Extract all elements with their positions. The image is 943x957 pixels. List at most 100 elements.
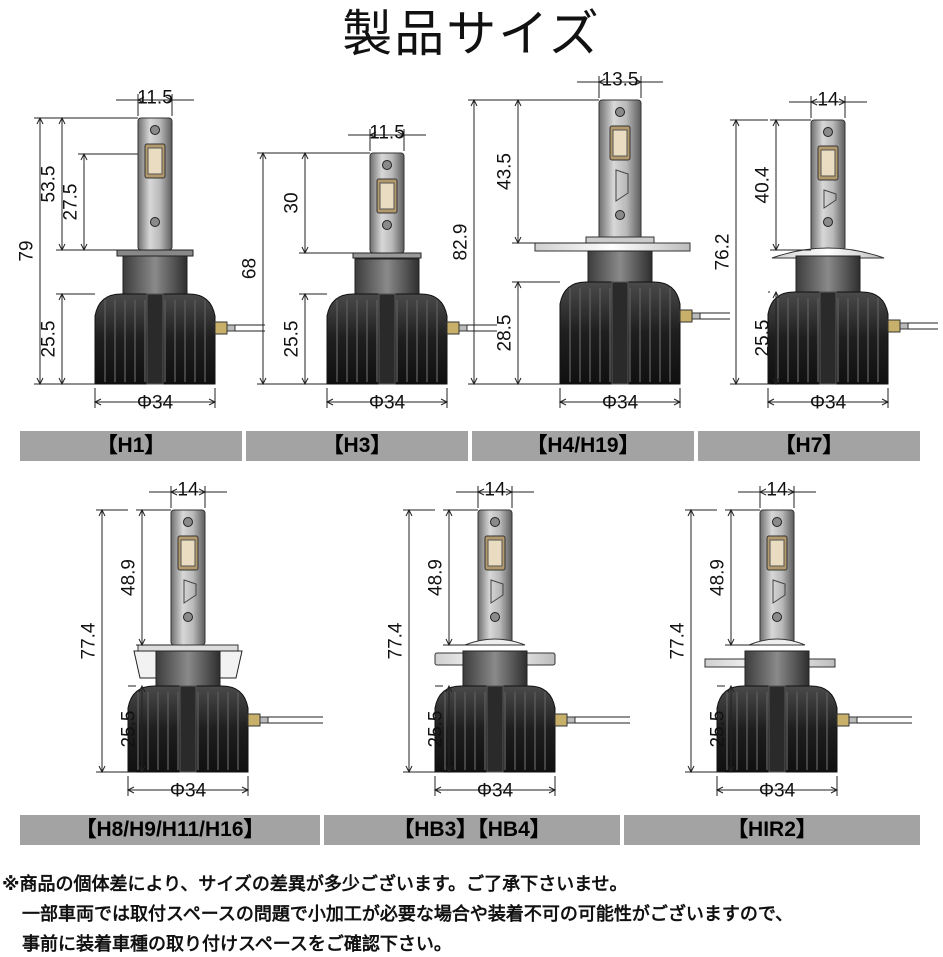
- page-title: 製品サイズ: [342, 5, 601, 63]
- hb-dome: [464, 638, 526, 646]
- stem-groove: [823, 189, 837, 209]
- connector-tip: [458, 324, 468, 332]
- dim-lower-label: 25.5: [119, 711, 140, 748]
- stem-groove: [772, 579, 786, 604]
- dim-total-label: 77.4: [386, 622, 407, 659]
- led-chip-face: [147, 147, 163, 175]
- connector: [214, 321, 228, 335]
- cable: [857, 716, 912, 724]
- label-bar-h1: 【H1】: [20, 431, 242, 461]
- dim-upper-label: 43.5: [495, 153, 516, 190]
- cable: [235, 324, 265, 332]
- cable: [575, 716, 630, 724]
- dim-upper-label: 48.9: [426, 559, 447, 596]
- stem-groove: [490, 579, 504, 604]
- dim-width-label: 14: [177, 480, 199, 501]
- hir-dome: [748, 638, 806, 646]
- dim-width-label: 14: [484, 480, 506, 501]
- dimension-arrow: [772, 290, 780, 299]
- screw-icon: [615, 107, 625, 117]
- label-bar-h3: 【H3】: [246, 431, 468, 461]
- dim-diameter-label: Φ34: [759, 781, 796, 802]
- dim-inner-label: 27.5: [61, 184, 82, 221]
- connector: [446, 321, 460, 335]
- cable: [908, 322, 938, 330]
- dim-upper-label: 48.9: [119, 559, 140, 596]
- bulb-neck: [795, 255, 861, 293]
- dim-total-label: 76.2: [713, 234, 734, 271]
- screw-icon: [490, 612, 500, 622]
- h4-flange: [534, 242, 691, 252]
- screw-icon: [772, 517, 782, 527]
- h4-flange-top: [585, 236, 655, 244]
- cable: [700, 312, 730, 320]
- dim-total-label: 79: [17, 240, 38, 261]
- dimension-arrow: [727, 684, 735, 693]
- base-plate: [352, 252, 422, 259]
- dimension-arrow: [445, 684, 453, 693]
- note-line-2: 一部車両では取付スペースの問題で小加工が必要な場合や装着不可の可能性がございます…: [22, 904, 794, 924]
- connector: [679, 309, 693, 323]
- screw-icon: [382, 220, 392, 230]
- screw-icon: [615, 210, 625, 220]
- connector: [554, 713, 568, 727]
- dimension-arrow: [138, 684, 146, 693]
- led-chip-face: [820, 149, 836, 177]
- dim-lower-label: 28.5: [495, 315, 516, 352]
- bulb-neck: [354, 258, 420, 295]
- label-bar-hb3-hb4: 【HB3】【HB4】: [324, 815, 620, 845]
- dim-diameter-label: Φ34: [170, 781, 207, 802]
- connector-tip: [259, 716, 269, 724]
- connector-tip: [899, 322, 909, 330]
- connector-tip: [691, 312, 701, 320]
- screw-icon: [150, 217, 160, 227]
- label-bar-h4-h19: 【H4/H19】: [472, 431, 694, 461]
- heatsink-center: [611, 281, 629, 385]
- dimension-arrow: [445, 765, 453, 774]
- heatsink-center: [486, 685, 504, 773]
- screw-icon: [772, 612, 782, 622]
- dim-total-label: 68: [240, 258, 261, 279]
- led-chip-face: [379, 182, 395, 210]
- label-bar-h7: 【H7】: [698, 431, 920, 461]
- led-stem: [759, 509, 795, 646]
- dim-width-label: 11.5: [137, 88, 173, 109]
- led-chip-face: [180, 539, 196, 567]
- dim-width-label: 13.5: [602, 70, 639, 91]
- dim-total-label: 82.9: [451, 224, 472, 261]
- screw-icon: [183, 612, 193, 622]
- note-line-3: 事前に装着車種の取り付けスペースをご確認下さい。: [22, 934, 452, 954]
- label-bar-h8-h9-h11-h16: 【H8/H9/H11/H16】: [20, 815, 320, 845]
- dim-upper-label: 40.4: [753, 166, 774, 203]
- dim-upper-label: 48.9: [708, 559, 729, 596]
- dim-width-label: 14: [766, 480, 788, 501]
- dim-lower-label: 25.5: [39, 321, 60, 358]
- dim-lower-label: 25.5: [282, 321, 303, 358]
- connector: [887, 319, 901, 333]
- dimension-arrow: [727, 765, 735, 774]
- label-bar-hir2: 【HIR2】: [624, 815, 920, 845]
- led-stem: [810, 119, 846, 251]
- dim-diameter-label: Φ34: [137, 393, 174, 414]
- dim-total-label: 77.4: [668, 622, 689, 659]
- heatsink-center: [378, 293, 396, 385]
- bulb-neck: [587, 250, 653, 283]
- dim-lower-label: 25.5: [753, 320, 774, 357]
- dim-diameter-label: Φ34: [810, 393, 847, 414]
- dimension-arrow: [772, 377, 780, 386]
- bulb-neck: [744, 650, 810, 687]
- heatsink-center: [146, 293, 164, 385]
- led-chip-face: [612, 129, 628, 157]
- stem-groove: [183, 579, 197, 604]
- dim-width-label: 14: [817, 90, 839, 111]
- led-stem: [477, 509, 513, 646]
- screw-icon: [823, 217, 833, 227]
- screw-icon: [150, 125, 160, 135]
- h8-clip: [137, 644, 239, 652]
- screw-icon: [823, 127, 833, 137]
